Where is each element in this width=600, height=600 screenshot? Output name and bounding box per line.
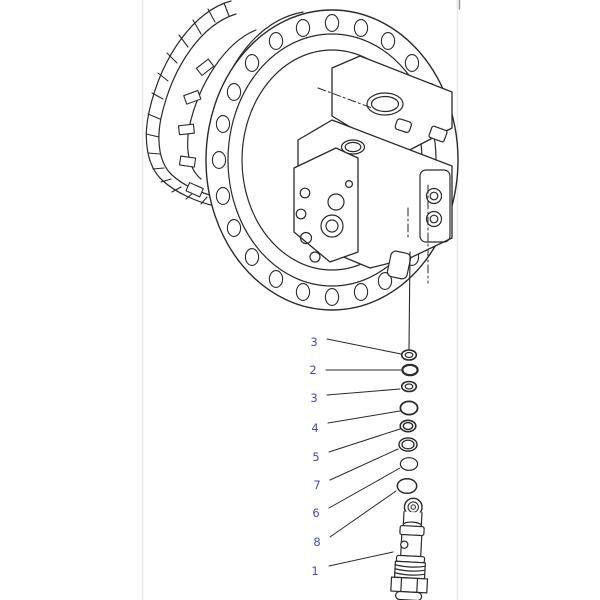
center-lines	[317, 87, 429, 284]
part-o-ring-6	[399, 457, 419, 471]
leader-lines	[325, 338, 402, 567]
callout-7: 7	[313, 478, 321, 492]
part-o-ring-2	[401, 363, 419, 377]
drum-teeth	[145, 2, 230, 205]
exploded-parts	[390, 349, 429, 600]
callout-3b: 3	[310, 391, 318, 405]
flange-bolt-holes	[211, 14, 438, 306]
part-valve-cartridge-1	[390, 497, 429, 600]
part-o-ring-8	[396, 477, 418, 495]
callout-1: 1	[311, 564, 319, 578]
callout-4: 4	[311, 421, 319, 435]
pointer-line-main	[408, 251, 411, 350]
panel-divider-lines	[141, 0, 461, 600]
part-backup-ring-3b	[400, 380, 418, 393]
part-ring-5	[399, 419, 417, 433]
travel-motor-assembly-drawing	[145, 0, 459, 311]
callout-2: 2	[309, 363, 317, 377]
part-ring-7	[398, 437, 418, 452]
gear-ring-lobes	[177, 58, 215, 198]
callout-6: 6	[312, 506, 320, 520]
valve-block	[293, 55, 453, 284]
part-o-ring-4	[399, 400, 419, 416]
part-backup-ring-3a	[400, 349, 418, 361]
callout-8: 8	[313, 535, 321, 549]
callout-5: 5	[312, 450, 320, 464]
callout-3a: 3	[310, 335, 318, 349]
